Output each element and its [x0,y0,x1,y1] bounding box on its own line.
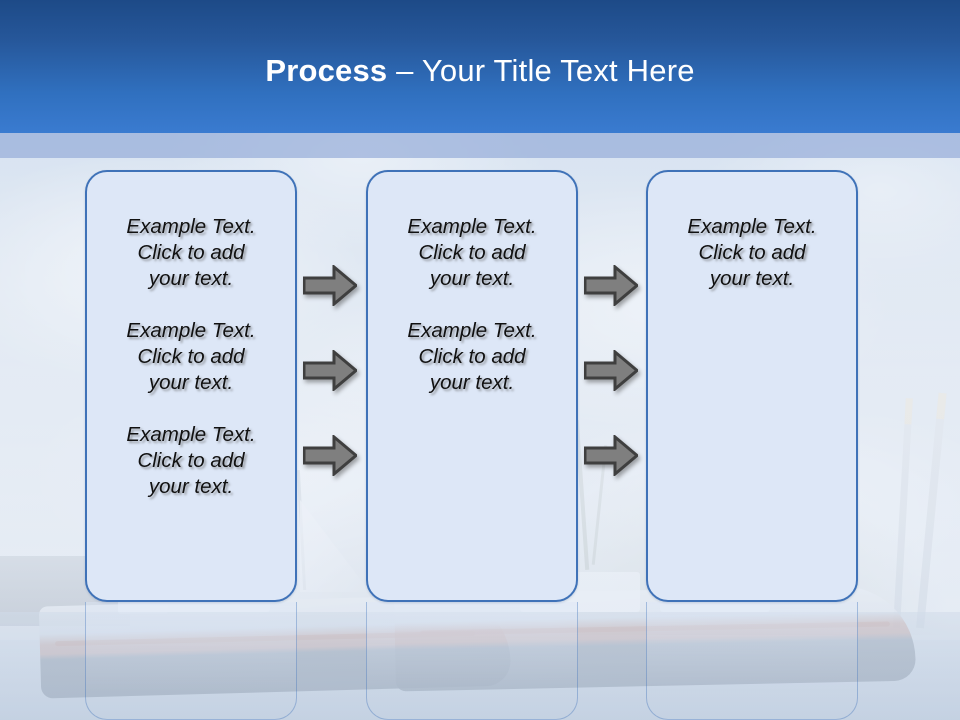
page-title-rest: – Your Title Text Here [387,53,695,88]
process-paragraph: Example Text. Click to add your text. [126,319,256,394]
process-box-2-text: Example Text. Click to add your text. Ex… [368,214,576,422]
process-paragraph: Example Text. Click to add your text. [687,215,817,290]
box-reflection-2 [366,602,578,720]
title-band [0,0,960,133]
title-subband [0,133,960,158]
process-box-2[interactable]: Example Text. Click to add your text. Ex… [366,170,578,602]
process-box-3[interactable]: Example Text. Click to add your text. [646,170,858,602]
process-box-1-text: Example Text. Click to add your text. Ex… [87,214,295,526]
process-box-1[interactable]: Example Text. Click to add your text. Ex… [85,170,297,602]
process-arrow-right[interactable] [584,435,638,476]
process-arrow-right[interactable] [303,435,357,476]
process-arrow-right[interactable] [303,350,357,391]
process-paragraph: Example Text. Click to add your text. [126,215,256,290]
process-arrow-right[interactable] [584,265,638,306]
box-reflection-3 [646,602,858,720]
process-box-3-text: Example Text. Click to add your text. [648,214,856,318]
process-arrow-right[interactable] [584,350,638,391]
page-title-strong: Process [265,53,388,88]
process-arrow-right[interactable] [303,265,357,306]
box-reflection-1 [85,602,297,720]
process-paragraph: Example Text. Click to add your text. [407,319,537,394]
process-paragraph: Example Text. Click to add your text. [126,423,256,498]
page-title: Process – Your Title Text Here [0,52,960,90]
process-paragraph: Example Text. Click to add your text. [407,215,537,290]
